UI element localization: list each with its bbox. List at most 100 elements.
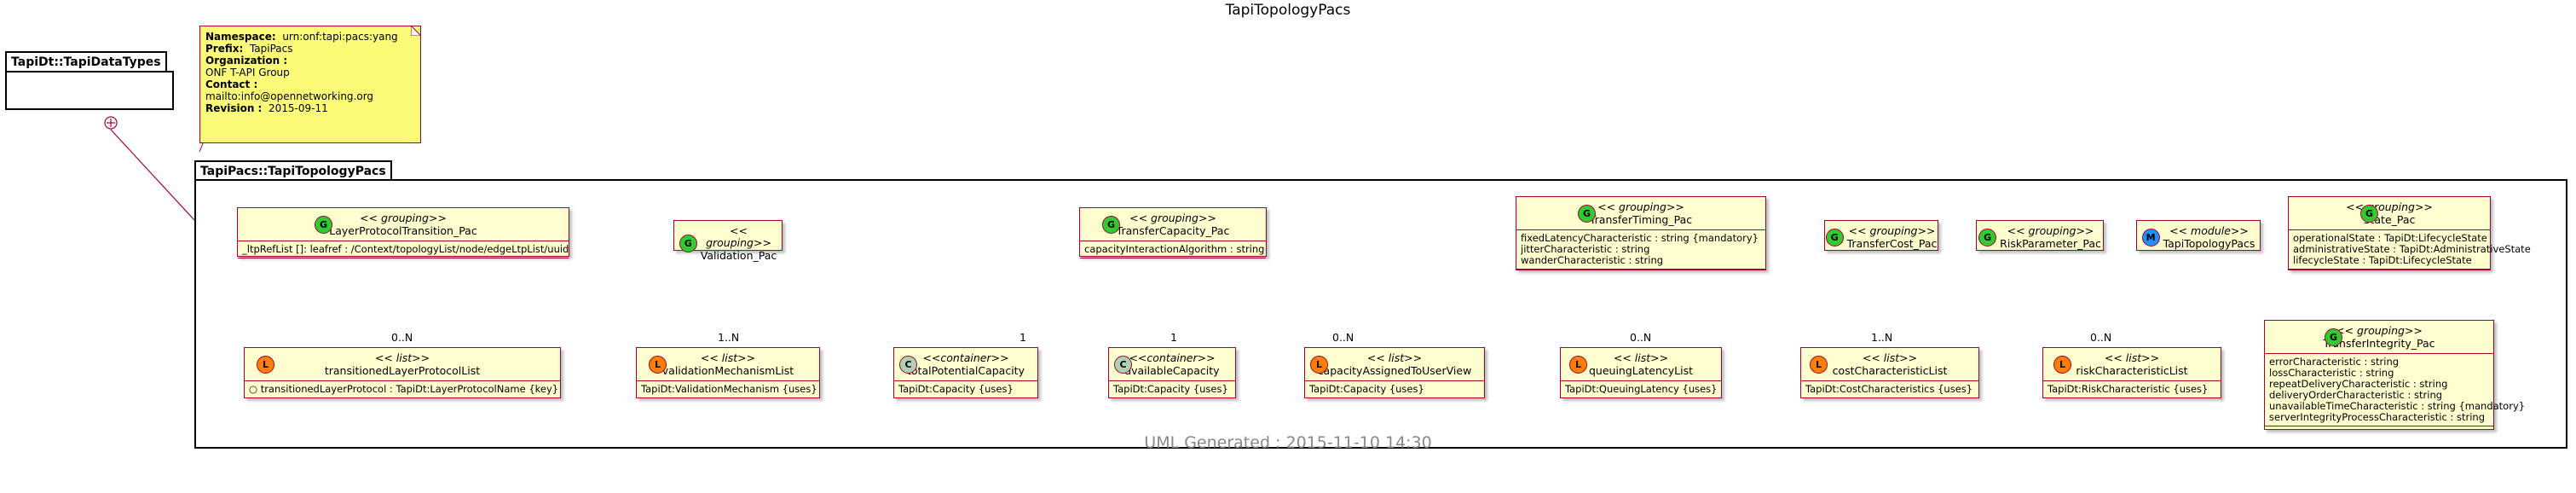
class-risk-parameter-pac[interactable]: G << grouping>> RiskParameter_Pac [1976, 220, 2104, 251]
stereotype: << grouping>> [2007, 224, 2094, 237]
class-state-pac[interactable]: G << grouping>> State_Pac operationalSta… [2288, 196, 2531, 270]
attribute-row: TapiDt:ValidationMechanism {uses} [641, 383, 817, 395]
class-transfer-timing-pac[interactable]: G << grouping>> TransferTiming_Pac fixed… [1516, 196, 1766, 270]
class-name: costCharacteristicList [1832, 364, 1948, 377]
attribute-row: fixedLatencyCharacteristic : string {man… [1521, 232, 1759, 244]
note-prefix-key: Prefix: [205, 43, 244, 55]
class-capacity-assigned-to-user-view[interactable]: L << list>> capacityAssignedToUserView T… [1304, 347, 1485, 398]
class-tapi-topology-pacs-module[interactable]: M << module>> TapiTopologyPacs [2136, 220, 2261, 251]
attribute-row: TapiDt:QueuingLatency {uses} [1565, 383, 1718, 395]
attribute-row: TapiDt:CostCharacteristics {uses} [1805, 383, 1973, 395]
class-name: queuingLatencyList [1588, 364, 1694, 377]
class-layer-protocol-transition-pac[interactable]: G << grouping>> LayerProtocolTransition_… [237, 207, 569, 258]
attribute-row: capacityInteractionAlgorithm : string [1084, 243, 1265, 255]
class-transitioned-layer-protocol-list[interactable]: L << list>> transitionedLayerProtocolLis… [244, 347, 561, 398]
attribute-row: lifecycleState : TapiDt:LifecycleState [2293, 254, 2472, 266]
stereotype: << grouping>> [1848, 224, 1936, 237]
stereotype: << list>> [700, 351, 756, 364]
attribute-row: _ltpRefList []: leafref : /Context/topol… [242, 243, 569, 255]
list-l-icon: L [1810, 356, 1828, 374]
note-corner-fold-icon [411, 26, 421, 36]
diagram-title: TapiTopologyPacs [1225, 2, 1351, 19]
grouping-g-icon: G [2360, 205, 2378, 223]
class-validation-mechanism-list[interactable]: L << list>> validationMechanismList Tapi… [636, 347, 820, 398]
multiplicity-label: 1 [1019, 331, 1026, 344]
class-name: totalPotentialCapacity [907, 364, 1025, 377]
class-name: riskCharacteristicList [2076, 364, 2188, 377]
attribute-row: errorCharacteristic : string [2269, 356, 2400, 368]
stereotype: << module>> [2169, 224, 2249, 237]
stereotype: << grouping>> [1129, 212, 1216, 224]
package-label-datatypes: TapiDt::TapiDataTypes [11, 55, 161, 69]
container-c-icon: C [1114, 356, 1132, 374]
note-prefix-value: TapiPacs [249, 43, 293, 55]
attribute-row: administrativeState : TapiDt:Administrat… [2293, 243, 2531, 255]
attribute-row: TapiDt:RiskCharacteristic {uses} [2048, 383, 2209, 395]
class-name: LayerProtocolTransition_Pac [329, 224, 477, 237]
stereotype: << list>> [374, 351, 430, 364]
note-revision-key: Revision : [205, 102, 263, 114]
note-anchor-line [199, 142, 204, 153]
stereotype: << list>> [2104, 351, 2160, 364]
stereotype: << list>> [1862, 351, 1918, 364]
list-l-icon: L [649, 356, 667, 374]
list-l-icon: L [1310, 356, 1328, 374]
grouping-g-icon: G [1978, 229, 1997, 246]
stereotype: << list>> [1613, 351, 1669, 364]
stereotype: << grouping>> [706, 224, 771, 249]
multiplicity-label: 0..N [2090, 331, 2112, 344]
attribute-row: unavailableTimeCharacteristic : string {… [2269, 400, 2526, 412]
list-l-icon: L [257, 356, 274, 374]
class-name: TransferCapacity_Pac [1116, 224, 1230, 237]
class-validation-pac[interactable]: G << grouping>> Validation_Pac [673, 220, 783, 262]
class-transfer-integrity-pac[interactable]: G << grouping>> TransferIntegrity_Pac er… [2264, 320, 2526, 430]
class-name: capacityAssignedToUserView [1317, 364, 1472, 377]
stereotype: <<container>> [922, 351, 1009, 364]
module-note: Namespace: urn:onf:tapi:pacs:yang Prefix… [199, 26, 421, 143]
note-organization-value: ONF T-API Group [205, 67, 290, 78]
class-risk-characteristic-list[interactable]: L << list>> riskCharacteristicList TapiD… [2042, 347, 2221, 398]
class-available-capacity[interactable]: C <<container>> availableCapacity TapiDt… [1108, 347, 1236, 398]
package-tab-datatypes: TapiDt::TapiDataTypes [5, 51, 167, 71]
class-name: TransferIntegrity_Pac [2323, 337, 2435, 350]
class-name: transitionedLayerProtocolList [324, 364, 481, 377]
note-organization-key: Organization : [205, 55, 288, 67]
multiplicity-label: 1..N [718, 331, 740, 344]
class-total-potential-capacity[interactable]: C <<container>> totalPotentialCapacity T… [893, 347, 1038, 398]
class-name: TapiTopologyPacs [2163, 237, 2255, 250]
attribute-row: ○ transitionedLayerProtocol : TapiDt:Lay… [249, 383, 559, 395]
class-name: State_Pac [2363, 213, 2416, 226]
grouping-g-icon: G [679, 235, 697, 252]
grouping-g-icon: G [315, 216, 332, 234]
grouping-g-icon: G [1825, 229, 1844, 246]
class-name: validationMechanismList [661, 364, 794, 377]
stereotype: <<container>> [1129, 351, 1216, 364]
attribute-row: TapiDt:Capacity {uses} [898, 383, 1014, 395]
class-queuing-latency-list[interactable]: L << list>> queuingLatencyList TapiDt:Qu… [1560, 347, 1722, 398]
class-name: TransferCost_Pac [1846, 237, 1938, 250]
class-transfer-capacity-pac[interactable]: G << grouping>> TransferCapacity_Pac cap… [1079, 207, 1267, 258]
package-nesting-line [110, 129, 195, 221]
note-contact-key: Contact : [205, 78, 258, 90]
class-transfer-cost-pac[interactable]: G << grouping>> TransferCost_Pac [1824, 220, 1938, 251]
attribute-row: wanderCharacteristic : string [1521, 254, 1664, 266]
stereotype: << grouping>> [2336, 324, 2423, 337]
attribute-row: repeatDeliveryCharacteristic : string [2269, 378, 2448, 390]
multiplicity-label: 0..N [391, 331, 413, 344]
generated-footer: UML Generated : 2015-11-10 14:30 [1144, 433, 1432, 452]
module-m-icon: M [2141, 229, 2160, 246]
note-contact-value: mailto:info@opennetworking.org [205, 90, 374, 102]
note-revision-value: 2015-09-11 [268, 102, 328, 114]
attribute-row: TapiDt:Capacity {uses} [1309, 383, 1424, 395]
attribute-row: lossCharacteristic : string [2269, 367, 2394, 379]
list-l-icon: L [2053, 356, 2071, 374]
multiplicity-label: 0..N [1630, 331, 1652, 344]
class-cost-characteristic-list[interactable]: L << list>> costCharacteristicList TapiD… [1800, 347, 1979, 398]
attribute-row: serverIntegrityProcessCharacteristic : s… [2269, 411, 2486, 423]
grouping-g-icon: G [1102, 216, 1120, 234]
attribute-row: operationalState : TapiDt:LifecycleState [2293, 232, 2487, 244]
grouping-g-icon: G [1578, 205, 1596, 223]
class-name: Validation_Pac [700, 249, 777, 262]
stereotype: << grouping>> [360, 212, 447, 224]
attribute-row: deliveryOrderCharacteristic : string [2269, 389, 2443, 401]
